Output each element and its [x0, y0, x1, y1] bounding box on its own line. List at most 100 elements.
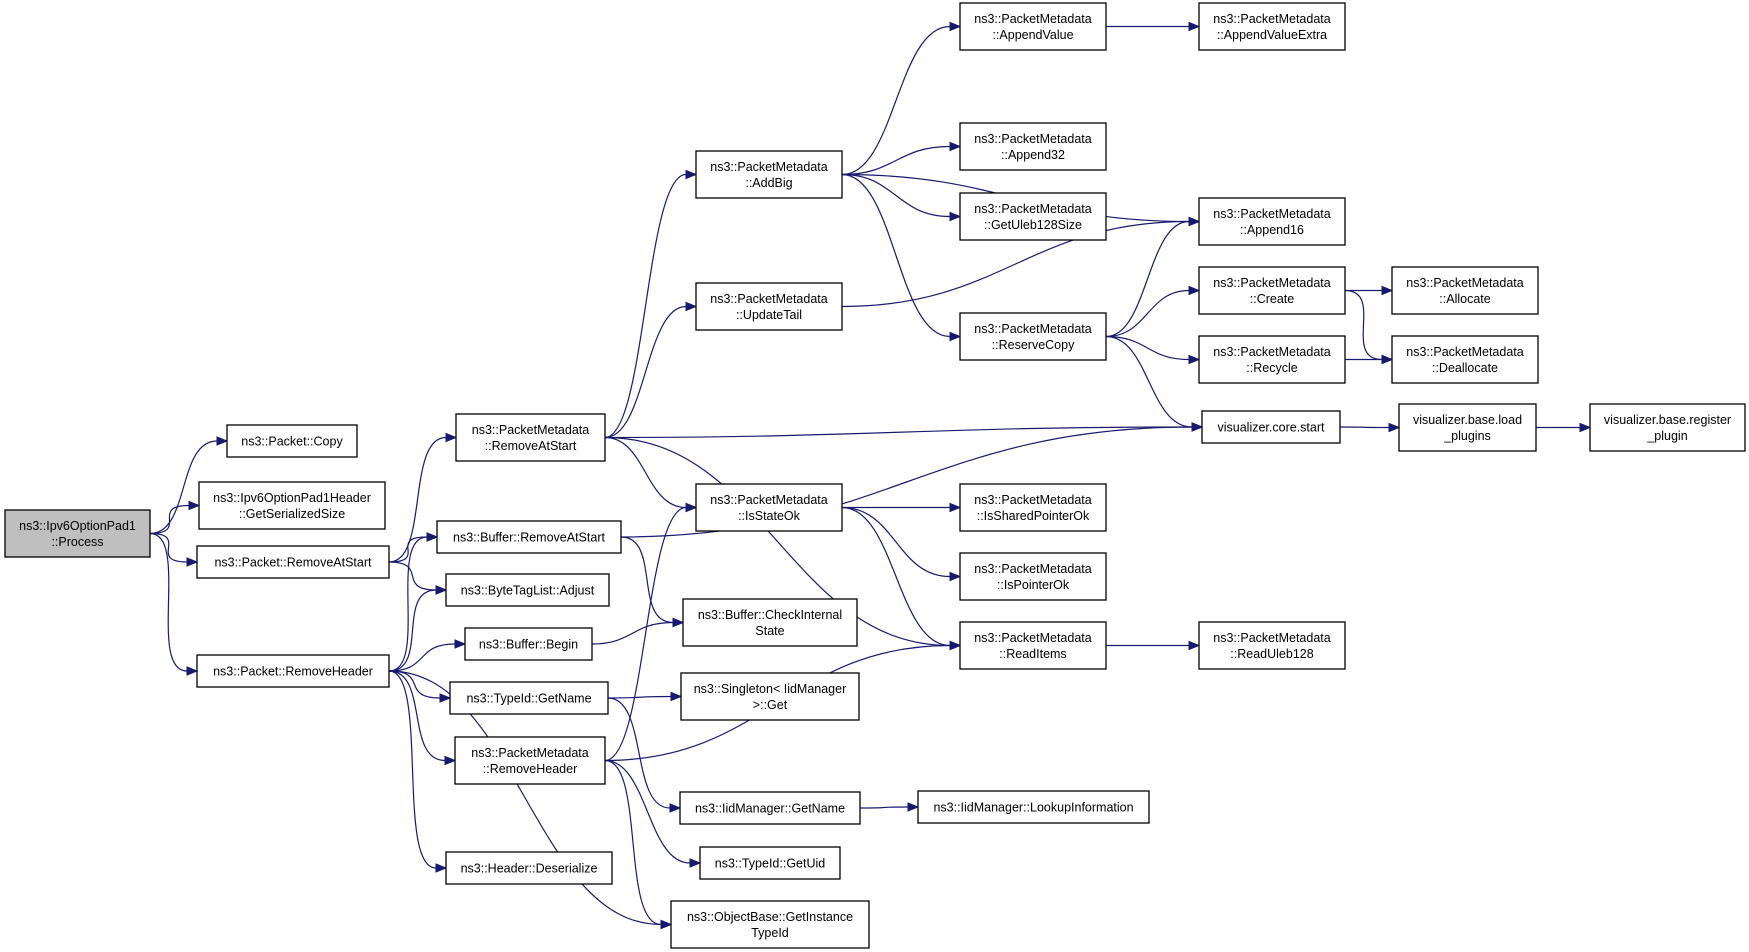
edge-packet-removeheader-to-header-deserialize [388, 670, 448, 873]
edge-line [604, 305, 687, 439]
node-box [959, 483, 1107, 532]
edge-packet-removeheader-to-pm-removeheader [388, 670, 457, 766]
node-packet-removeatstart[interactable]: ns3::Packet::RemoveAtStart [196, 545, 390, 579]
node-typeid-getuid[interactable]: ns3::TypeId::GetUid [699, 846, 841, 880]
edge-pm-isstateok-to-pm-ispointerok [841, 506, 962, 582]
node-pm-allocate[interactable]: ns3::PacketMetadata::Allocate [1391, 266, 1539, 315]
node-label: ns3::PacketMetadata [1406, 276, 1523, 290]
node-label: ns3::PacketMetadata [1213, 631, 1330, 645]
node-pm-updatetail[interactable]: ns3::PacketMetadata::UpdateTail [695, 282, 843, 331]
node-pm-append32[interactable]: ns3::PacketMetadata::Append32 [959, 122, 1107, 171]
node-pm-removeheader[interactable]: ns3::PacketMetadata::RemoveHeader [454, 736, 606, 785]
node-label: ns3::TypeId::GetUid [715, 857, 826, 871]
node-label: >::Get [753, 698, 788, 712]
node-pm-append16[interactable]: ns3::PacketMetadata::Append16 [1198, 197, 1346, 246]
edge-line [604, 436, 687, 509]
node-typeid-getname[interactable]: ns3::TypeId::GetName [449, 681, 609, 715]
edge-arrowhead [669, 803, 682, 813]
edge-line [1105, 220, 1190, 338]
edge-line [841, 220, 1190, 308]
edge-line [607, 695, 672, 699]
node-box [679, 791, 861, 825]
node-label: visualizer.core.start [1218, 421, 1326, 435]
node-label: ns3::PacketMetadata [471, 746, 588, 760]
edge-typeid-getname-to-singleton-get [607, 691, 683, 702]
edge-pm-removeatstart-to-pm-isstateok [604, 436, 698, 513]
node-box [449, 681, 609, 715]
node-box [670, 900, 870, 949]
node-label: ns3::PacketMetadata [974, 322, 1091, 336]
node-header-deserialize[interactable]: ns3::Header::Deserialize [445, 851, 613, 885]
edge-line [149, 504, 190, 535]
node-pm-ispointerok[interactable]: ns3::PacketMetadata::IsPointerOk [959, 552, 1107, 601]
node-label: ns3::Buffer::Begin [479, 638, 578, 652]
node-buffer-removeatstart[interactable]: ns3::Buffer::RemoveAtStart [436, 520, 622, 554]
node-pm-appendvalue[interactable]: ns3::PacketMetadata::AppendValue [959, 2, 1107, 51]
node-packet-removeheader[interactable]: ns3::Packet::RemoveHeader [196, 654, 390, 688]
node-box [1198, 621, 1346, 670]
edge-line [841, 173, 951, 338]
node-pm-readuleb[interactable]: ns3::PacketMetadata::ReadUleb128 [1198, 621, 1346, 670]
edge-buffer-removeatstart-to-buffer-checkinternal [620, 536, 685, 628]
node-pm-reservecopy[interactable]: ns3::PacketMetadata::ReserveCopy [959, 312, 1107, 361]
node-pm-appendvalueextra[interactable]: ns3::PacketMetadata::AppendValueExtra [1198, 2, 1346, 51]
node-buffer-begin[interactable]: ns3::Buffer::Begin [464, 627, 593, 661]
edge-arrowhead [689, 858, 702, 868]
node-pm-deallocate[interactable]: ns3::PacketMetadata::Deallocate [1391, 335, 1539, 384]
edge-pm-appendvalue-to-pm-appendvalueextra [1106, 21, 1201, 32]
node-root[interactable]: ns3::Ipv6OptionPad1::Process [4, 509, 151, 558]
node-label: ::IsStateOk [738, 509, 801, 523]
node-label: ns3::Ipv6OptionPad1 [19, 519, 136, 533]
node-bytetag-adjust[interactable]: ns3::ByteTagList::Adjust [445, 573, 610, 607]
node-box [1201, 410, 1341, 444]
edge-arrowhead [1381, 354, 1394, 365]
node-label: ns3::Header::Deserialize [461, 862, 598, 876]
edge-packet-removeatstart-to-pm-removeatstart [388, 432, 458, 563]
node-box [699, 846, 841, 880]
node-label: ns3::ObjectBase::GetInstance [687, 910, 853, 924]
node-pm-getuleb[interactable]: ns3::PacketMetadata::GetUleb128Size [959, 192, 1107, 241]
edge-line [604, 506, 687, 762]
node-pm-readitems[interactable]: ns3::PacketMetadata::ReadItems [959, 621, 1107, 670]
node-pm-removeatstart[interactable]: ns3::PacketMetadata::RemoveAtStart [455, 413, 606, 462]
edge-arrowhead [188, 500, 201, 511]
node-label: ns3::PacketMetadata [710, 292, 827, 306]
edge-arrowhead [672, 617, 685, 628]
node-label: ns3::PacketMetadata [1406, 345, 1523, 359]
node-label: ns3::PacketMetadata [974, 202, 1091, 216]
node-vis-core-start[interactable]: visualizer.core.start [1201, 410, 1341, 444]
edge-pm-readitems-to-pm-readuleb [1106, 640, 1201, 651]
node-label: ::AppendValueExtra [1217, 28, 1327, 42]
node-box [1198, 197, 1346, 246]
node-iid-getname[interactable]: ns3::IidManager::GetName [679, 791, 861, 825]
node-pm-create[interactable]: ns3::PacketMetadata::Create [1198, 266, 1346, 315]
edge-arrowhead [660, 919, 673, 930]
node-pm-isstateok[interactable]: ns3::PacketMetadata::IsStateOk [695, 483, 843, 532]
edge-arrowhead [670, 691, 683, 702]
node-pad1hdr-size[interactable]: ns3::Ipv6OptionPad1Header::GetSerialized… [198, 481, 386, 530]
node-box [196, 654, 390, 688]
node-vis-load-plugins[interactable]: visualizer.base.load_plugins [1398, 403, 1537, 452]
node-label: ns3::PacketMetadata [710, 493, 827, 507]
node-pm-issharedpointerok[interactable]: ns3::PacketMetadata::IsSharedPointerOk [959, 483, 1107, 532]
node-pm-addbig[interactable]: ns3::PacketMetadata::AddBig [695, 150, 843, 199]
node-label: ns3::PacketMetadata [974, 493, 1091, 507]
node-label: ::Append32 [1001, 148, 1065, 162]
edge-line [604, 426, 1193, 439]
edge-arrowhead [216, 436, 229, 446]
edge-line [620, 536, 674, 624]
edge-root-to-packet-copy [149, 436, 229, 535]
node-box [682, 598, 858, 647]
node-singleton-get[interactable]: ns3::Singleton< IidManager >::Get [680, 672, 860, 721]
edge-arrowhead [949, 21, 962, 32]
node-pm-recycle[interactable]: ns3::PacketMetadata::Recycle [1198, 335, 1346, 384]
node-vis-register-plugin[interactable]: visualizer.base.register_plugin [1589, 403, 1746, 452]
node-packet-copy[interactable]: ns3::Packet::Copy [226, 424, 358, 458]
node-box [455, 413, 606, 462]
edge-line [607, 697, 671, 809]
node-iid-lookup[interactable]: ns3::IidManager::LookupInformation [917, 790, 1150, 824]
node-label: ::RemoveAtStart [485, 439, 577, 453]
node-label: _plugins [1443, 429, 1491, 443]
